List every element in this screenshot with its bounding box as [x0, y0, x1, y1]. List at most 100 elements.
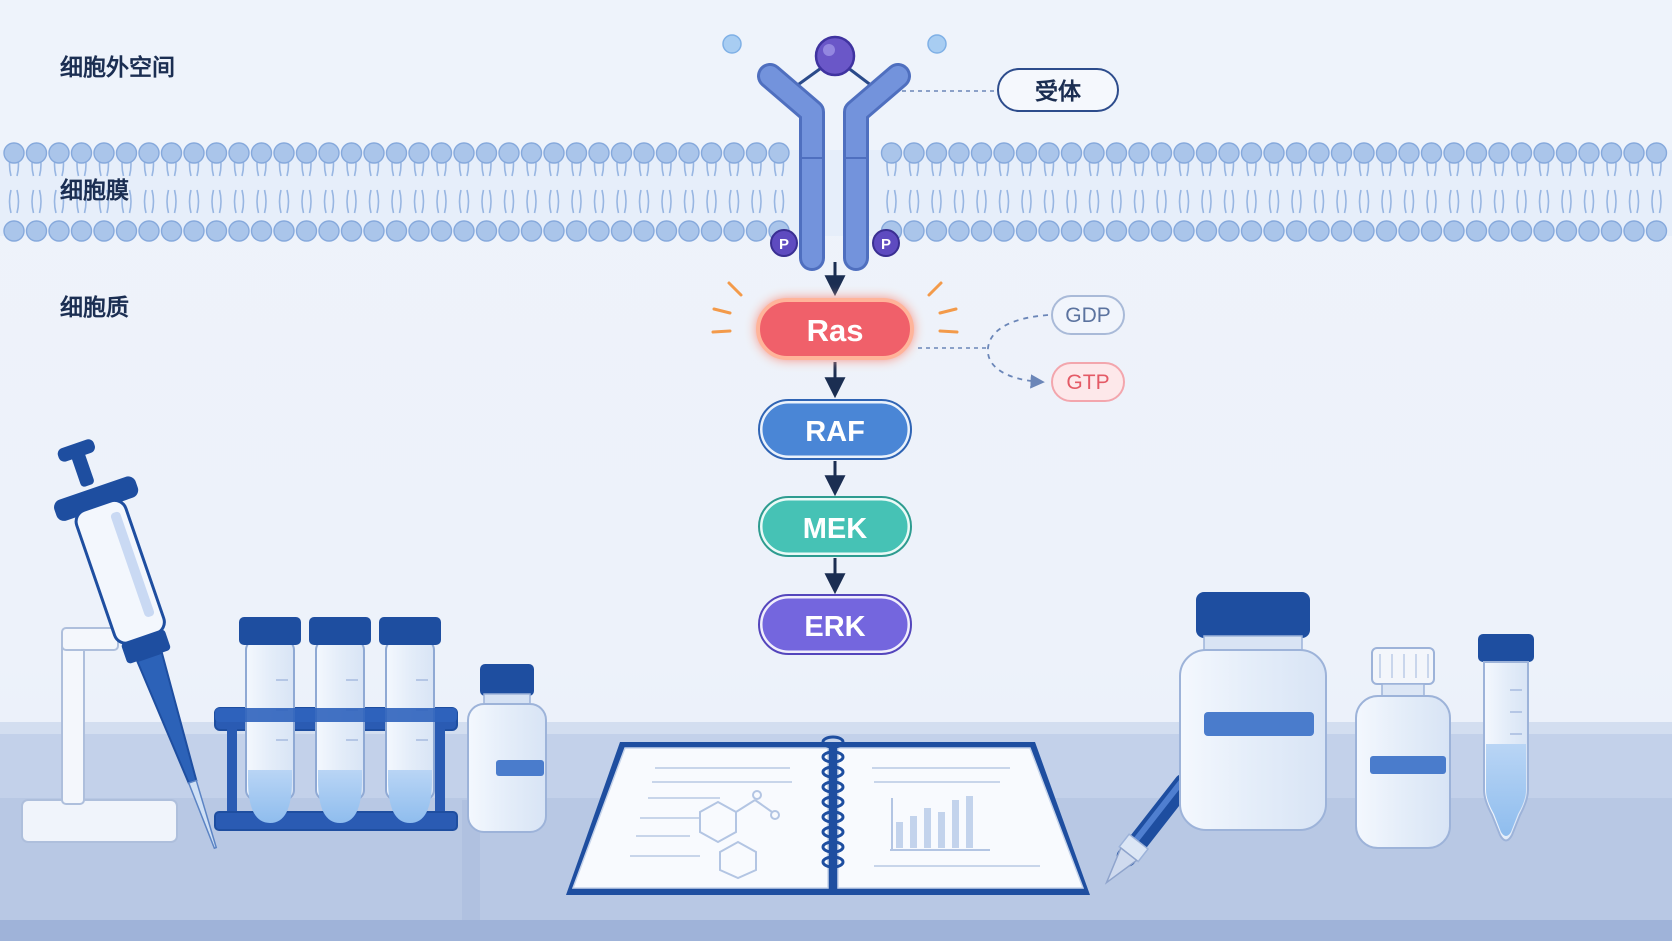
lipid-pair	[1555, 142, 1578, 242]
lipid-pair	[1105, 142, 1128, 242]
phosphate-right-label: P	[881, 236, 891, 253]
lipid-pair	[1285, 142, 1308, 242]
lipid-pair	[1128, 142, 1150, 242]
notebook-spiral	[821, 735, 845, 869]
pipette	[54, 439, 218, 850]
receptor-left-subunit	[757, 63, 825, 271]
lipid-pair	[138, 142, 160, 242]
lipid-pair	[1240, 142, 1263, 242]
lipid-pair	[610, 142, 633, 242]
receptor: P P	[722, 34, 947, 271]
bar-sketch	[890, 796, 990, 851]
lipid-pair	[295, 142, 318, 242]
lipid-pair	[250, 142, 273, 242]
lipid-pair	[475, 142, 498, 242]
lipid-pair	[1443, 142, 1465, 242]
gtp-badge: GTP	[1051, 362, 1125, 402]
gdp-label: GDP	[1065, 304, 1111, 327]
lipid-pair	[3, 142, 25, 242]
lipid-pair	[228, 142, 250, 242]
ligand-dot-left	[722, 34, 742, 54]
molecule-sketch	[699, 790, 780, 880]
lipid-pair	[925, 142, 948, 242]
lipid-pair	[1488, 142, 1510, 242]
node-raf-label: RAF	[805, 416, 865, 448]
lipid-pair	[25, 142, 48, 242]
lipid-pair	[93, 142, 115, 242]
lipid-pair	[655, 142, 678, 242]
receptor-callout: 受体	[902, 68, 1119, 112]
lipid-pair	[385, 142, 408, 242]
open-notebook	[566, 735, 1090, 895]
lipid-pair	[1420, 142, 1443, 242]
lipid-pair	[1083, 142, 1105, 242]
small-bottle-left	[467, 664, 547, 833]
lipid-pair	[1330, 142, 1353, 242]
gdp-badge: GDP	[1051, 295, 1125, 335]
lipid-pair	[633, 142, 655, 242]
receptor-right-subunit	[843, 63, 911, 271]
phosphate-right: P	[872, 229, 900, 257]
lipid-pair	[723, 142, 745, 242]
lipid-pair	[1375, 142, 1398, 242]
lipid-pair	[1308, 142, 1330, 242]
receptor-label: 受体	[1035, 78, 1082, 105]
pipette-stand	[21, 627, 178, 843]
receptor-label-pill	[997, 68, 1119, 112]
lipid-pair	[1465, 142, 1488, 242]
large-jar	[1179, 592, 1327, 831]
lipid-pair	[363, 142, 385, 242]
gtp-label: GTP	[1066, 371, 1109, 394]
label-extracellular: 细胞外空间	[60, 54, 175, 81]
centrifuge-tube	[1478, 634, 1534, 842]
lipid-pair	[678, 142, 700, 242]
nucleotide-exchange: GDP GTP	[918, 295, 1125, 402]
label-cytoplasm: 细胞质	[60, 294, 129, 321]
node-erk-label: ERK	[804, 611, 865, 643]
lipid-pair	[1600, 142, 1623, 242]
lipid-pair	[1060, 142, 1083, 242]
phosphate-left-label: P	[779, 236, 789, 253]
lipid-pair	[48, 142, 70, 242]
medium-bottle	[1355, 647, 1451, 849]
lipid-pair	[1510, 142, 1533, 242]
lipid-pair	[430, 142, 453, 242]
lipid-pair	[1038, 142, 1060, 242]
lipid-pair	[160, 142, 183, 242]
lipid-pair	[1398, 142, 1420, 242]
node-erk: ERK	[758, 594, 912, 655]
lipid-pair	[970, 142, 993, 242]
notebook-left-lines	[630, 767, 792, 857]
notebook-right-lines	[872, 767, 1040, 867]
lipid-pair	[1150, 142, 1173, 242]
lipid-pair	[1263, 142, 1285, 242]
phosphate-left: P	[770, 229, 798, 257]
label-membrane: 细胞膜	[60, 177, 129, 204]
node-ras-label: Ras	[807, 313, 864, 348]
lipid-pair	[993, 142, 1015, 242]
lipid-pair	[1645, 142, 1668, 242]
node-raf: RAF	[758, 399, 912, 460]
lipid-pair	[1218, 142, 1240, 242]
lipid-pair	[948, 142, 970, 242]
ligand-dot-right	[927, 34, 947, 54]
ras-activation-sparks	[711, 281, 959, 334]
lipid-pair	[1623, 142, 1645, 242]
lipid-pair	[520, 142, 543, 242]
lipid-pair	[565, 142, 588, 242]
lipid-pair	[1578, 142, 1600, 242]
lipid-pair	[408, 142, 430, 242]
lipid-pair	[1533, 142, 1555, 242]
lipid-pair	[205, 142, 228, 242]
lipid-pair	[183, 142, 205, 242]
lipid-pair	[318, 142, 340, 242]
lipid-pair	[1195, 142, 1218, 242]
lipid-pair	[1353, 142, 1375, 242]
lipid-pair	[745, 142, 768, 242]
lipid-pair	[115, 142, 138, 242]
node-ras: Ras	[756, 298, 914, 360]
node-mek: MEK	[758, 496, 912, 557]
region-labels: 细胞外空间 细胞膜 细胞质	[60, 54, 175, 321]
node-mek-label: MEK	[803, 513, 868, 545]
lipid-pair	[543, 142, 565, 242]
